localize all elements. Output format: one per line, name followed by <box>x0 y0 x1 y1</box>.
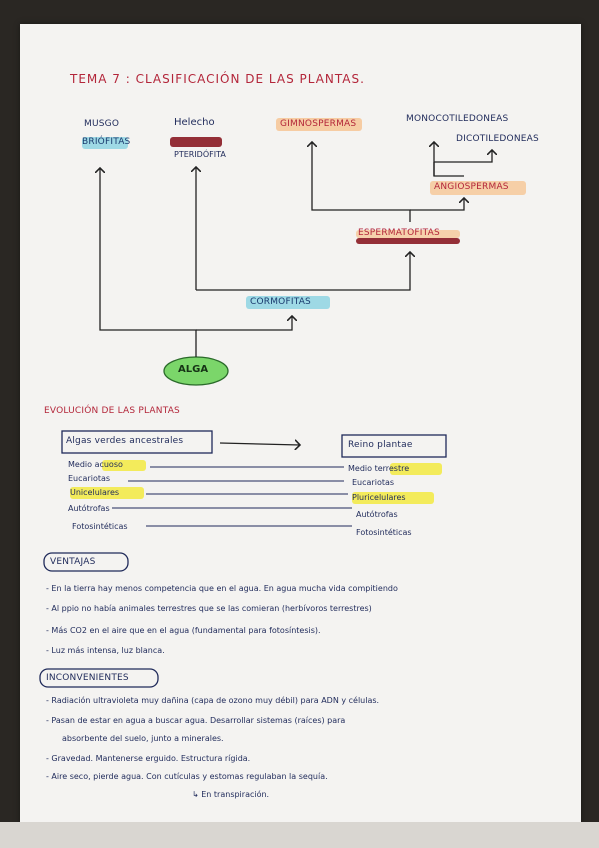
highlight-cormofitas <box>246 296 330 309</box>
inconveniente-item: ↳ En transpiración. <box>192 790 270 799</box>
musgo-sub-label: BRIÓFITAS <box>82 137 131 147</box>
right-box-label: Reino plantae <box>348 440 413 450</box>
highlight-terrestre <box>390 463 442 475</box>
highlight-espermatofitas-red <box>356 238 460 244</box>
left-item: Eucariotas <box>68 474 111 483</box>
left-item: Fotosintéticas <box>72 522 128 531</box>
highlight-helecho <box>170 137 222 147</box>
gimnospermas-label: GIMNOSPERMAS <box>280 119 357 129</box>
highlight-espermatofitas <box>356 230 460 238</box>
helecho-label: Helecho <box>174 117 215 128</box>
right-item: Autótrofas <box>356 510 398 519</box>
ventaja-item: - En la tierra hay menos competencia que… <box>46 584 398 593</box>
highlight-pluricelulares <box>352 492 434 504</box>
desk-edge <box>0 822 599 848</box>
inconveniente-item: - Aire seco, pierde agua. Con cutículas … <box>46 772 328 781</box>
right-item: Pluricelulares <box>352 493 406 502</box>
page-title: TEMA 7 : CLASIFICACIÓN DE LAS PLANTAS. <box>70 72 365 86</box>
dicotiledoneas-label: DICOTILEDONEAS <box>456 134 539 144</box>
inconvenientes-heading: INCONVENIENTES <box>46 673 129 683</box>
ventajas-heading: VENTAJAS <box>50 557 96 567</box>
left-item: Unicelulares <box>70 488 120 497</box>
highlight-angiospermas <box>430 181 526 195</box>
left-item: Medio acuoso <box>68 460 123 469</box>
right-item: Eucariotas <box>352 478 395 487</box>
evolucion-heading: EVOLUCIÓN DE LAS PLANTAS <box>44 406 180 416</box>
ventaja-item: - Más CO2 en el aire que en el agua (fun… <box>46 626 321 635</box>
notebook-page <box>20 24 581 824</box>
inconveniente-item: absorbente del suelo, junto a minerales. <box>62 734 224 743</box>
musgo-label: MUSGO <box>84 119 120 129</box>
ventaja-item: - Al ppio no había animales terrestres q… <box>46 604 372 613</box>
helecho-sub-label: PTERIDÓFITA <box>174 150 226 159</box>
espermatofitas-label: ESPERMATOFITAS <box>358 228 440 238</box>
cormofitas-label: CORMOFITAS <box>250 297 311 307</box>
left-box-label: Algas verdes ancestrales <box>66 436 184 446</box>
inconveniente-item: - Radiación ultravioleta muy dañina (cap… <box>46 696 380 705</box>
right-item: Fotosintéticas <box>356 528 412 537</box>
alga-label: ALGA <box>178 364 209 375</box>
ventaja-item: - Luz más intensa, luz blanca. <box>46 646 165 655</box>
highlight-unicelulares <box>70 487 144 499</box>
highlight-musgo <box>82 137 128 149</box>
inconveniente-item: - Gravedad. Mantenerse erguido. Estructu… <box>46 754 251 763</box>
inconveniente-item: - Pasan de estar en agua a buscar agua. … <box>46 716 346 725</box>
left-item: Autótrofas <box>68 504 110 513</box>
highlight-acuoso <box>102 460 146 471</box>
right-item: Medio terrestre <box>348 464 410 473</box>
highlight-gimnospermas <box>276 118 362 131</box>
angiospermas-label: ANGIOSPERMAS <box>434 182 509 192</box>
monocotiledoneas-label: MONOCOTILEDONEAS <box>406 114 509 124</box>
